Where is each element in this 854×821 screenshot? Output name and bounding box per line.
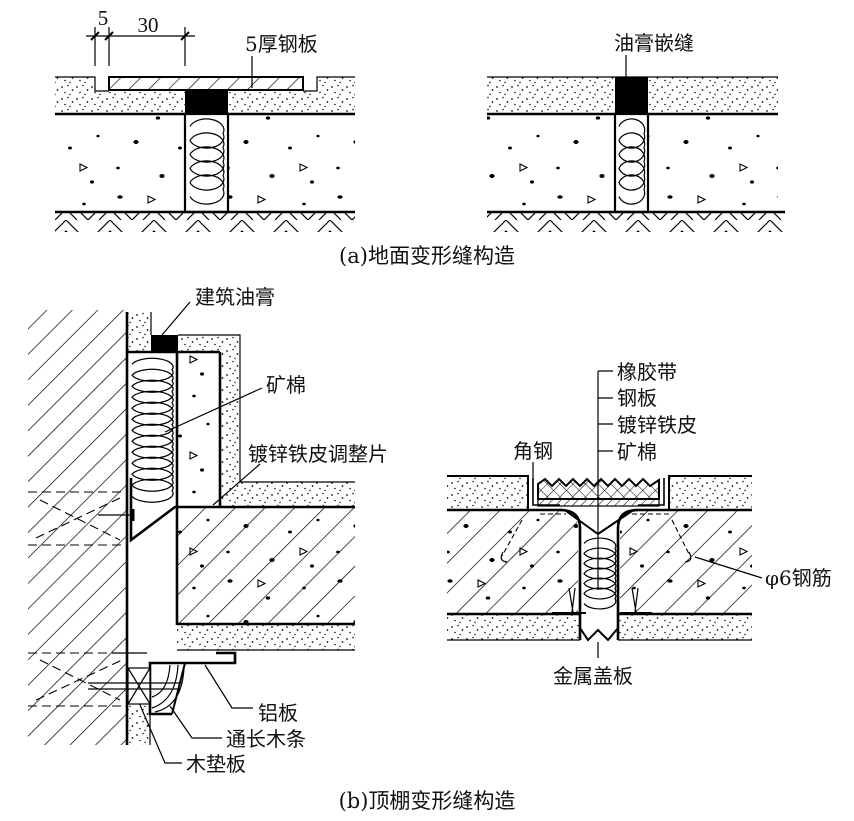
mineral-wool-label: 矿棉 [617, 440, 657, 464]
adjusting-piece-label: 镀锌铁皮调整片 [248, 442, 388, 466]
building-sealant-label: 建筑油膏 [195, 285, 275, 309]
mineral-wool-spring [618, 118, 646, 205]
galvanized-sheet-left [559, 508, 582, 640]
angle-steel-label: 角钢 [513, 439, 553, 463]
screed-top-edge [55, 76, 355, 92]
anchor-left [568, 587, 576, 613]
sealant-label: 油膏嵌缝 [614, 31, 694, 55]
mineral-wool-leader [164, 387, 263, 433]
wood-strip-label: 通长木条 [226, 727, 306, 751]
joint-gap [183, 112, 230, 214]
slab-left-aggregate [447, 510, 578, 614]
wood-pad-cross [127, 667, 151, 705]
mineral-wool-spring [131, 357, 174, 503]
dimension-tick [90, 31, 100, 41]
ground-hatch [55, 212, 355, 232]
ceiling-plaster-left [447, 614, 580, 640]
dimension-tick [104, 31, 114, 41]
steel-plate-label: 5厚钢板 [245, 32, 318, 56]
wood-strip-grain [151, 664, 185, 713]
floor-screed-l-shape [178, 335, 355, 507]
rebar-hook-left-end [500, 551, 508, 563]
galvanized-sheet-label: 镀锌铁皮 [617, 413, 697, 437]
mineral-wool-label: 矿棉 [266, 373, 306, 397]
figure-a-left-detail: 5 30 5厚钢板 [55, 6, 355, 232]
sealant-block [615, 77, 648, 114]
figure-b-caption: (b)顶棚变形缝构造 [339, 789, 516, 813]
masonry-wall [28, 310, 127, 745]
floor-screed-right [669, 476, 752, 510]
rebar-leader [694, 556, 763, 579]
screed-outline [178, 334, 355, 483]
ceiling-plaster-right [618, 614, 752, 640]
wall-anchor-dashes [28, 491, 125, 707]
figure-a-right-detail: 油膏嵌缝 [487, 31, 785, 232]
aluminum-plate-label: 铝板 [258, 701, 298, 725]
sealant-block [185, 90, 228, 114]
dimension-tick [180, 31, 190, 41]
rebar-hook-right [624, 513, 691, 557]
aluminum-plate [148, 651, 237, 716]
layer-leader-ticks [598, 370, 613, 452]
aluminum-plate-leader [204, 664, 253, 709]
mineral-wool-spring [583, 537, 617, 610]
dimension-recess-text: 5 [98, 6, 109, 30]
anchor-right [631, 587, 639, 613]
figure-b-left-detail: 建筑油膏 矿棉 镀锌铁皮调整片 铝板 通长木条 木垫板 [28, 285, 388, 776]
steel-plate [108, 76, 304, 91]
floor-slab-aggregate [177, 507, 355, 624]
screed-outline [447, 475, 752, 510]
ground-hatch [487, 212, 785, 232]
concrete-block [177, 352, 220, 507]
mineral-wool-spring [189, 118, 225, 205]
wall-plaster-strip [127, 312, 151, 352]
galvanized-sheet-right [616, 508, 639, 640]
metal-cover-plate [579, 627, 619, 642]
figure-b-right-detail: 橡胶带 钢板 镀锌铁皮 矿棉 角钢 φ6钢筋 金属盖板 [447, 360, 832, 688]
rubber-band-label: 橡胶带 [617, 360, 677, 384]
building-sealant-block [151, 335, 178, 352]
rebar-hook-left [501, 513, 566, 557]
wall-plaster-lower [128, 704, 150, 745]
rebar-hook-right-end [684, 551, 692, 563]
figure-a-caption: (a)地面变形缝构造 [339, 244, 515, 268]
galvanized-adjusting-piece [129, 478, 355, 543]
dimension-group: 5 30 [86, 6, 195, 66]
wood-pad-leader [139, 704, 182, 764]
ceiling-plaster [177, 624, 355, 650]
steel-plate-label: 钢板 [617, 386, 657, 410]
wood-strip-leader [169, 705, 222, 739]
floor-screed-left [447, 476, 528, 510]
dimension-overlap-text: 30 [138, 13, 159, 37]
sealant-leader [161, 301, 191, 336]
wood-pad-label: 木垫板 [186, 752, 246, 776]
joint-gap [613, 112, 650, 214]
rebar-label: φ6钢筋 [765, 566, 832, 590]
fixing-screws [88, 682, 182, 690]
adjusting-piece-leader [212, 463, 261, 506]
cover-plate-label: 金属盖板 [553, 664, 633, 688]
